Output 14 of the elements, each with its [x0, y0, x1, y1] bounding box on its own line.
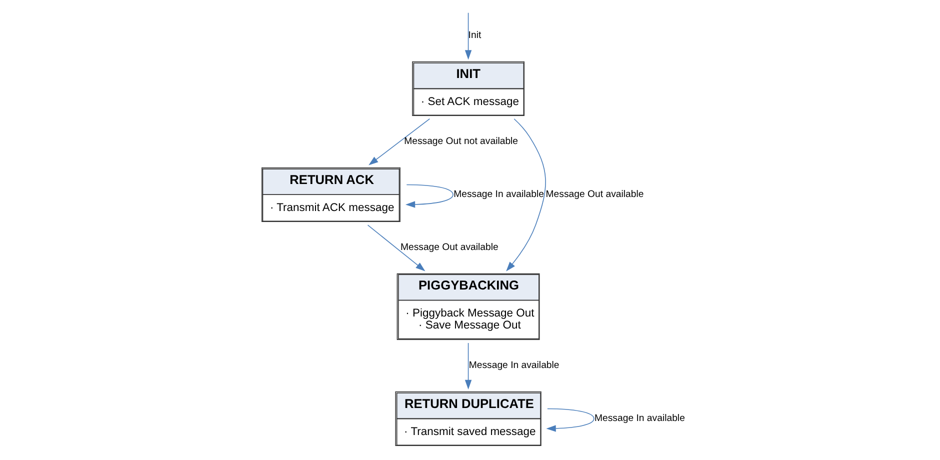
arrow — [368, 118, 430, 165]
edge-label: Message In available — [468, 360, 559, 371]
edge-label: Message In available — [453, 188, 544, 200]
edge-label: Message Out available — [545, 188, 644, 200]
arrow — [366, 224, 425, 271]
edge-label: Message Out not available — [404, 136, 518, 147]
arrow — [546, 408, 594, 432]
edge-label: Init — [468, 30, 481, 41]
edge-label: Message In available — [594, 412, 684, 424]
arrow — [464, 342, 472, 390]
arrow — [506, 118, 546, 271]
arrow — [464, 12, 472, 60]
edge-label: Message Out available — [400, 242, 498, 253]
arrow — [404, 184, 453, 208]
